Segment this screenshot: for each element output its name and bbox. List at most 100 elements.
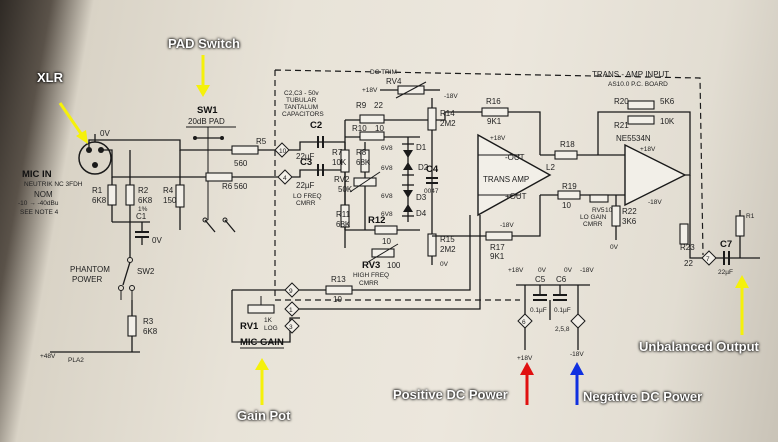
plus48-label: +48V [40, 353, 56, 360]
d4-label: D4 [416, 209, 427, 218]
c6-ov: 0V [564, 267, 573, 274]
switch-sw2 [118, 240, 135, 300]
lo-gain-label: LO GAIN [580, 214, 607, 221]
r7-value: 10K [332, 158, 347, 167]
lo-freq-label: LO FREQ [293, 193, 322, 200]
ic-out-pos: +OUT [505, 192, 527, 201]
cap-note-3: TANTALUM [284, 104, 318, 111]
r12-label: R12 [368, 215, 385, 226]
c6-value: 0.1µF [554, 307, 571, 314]
r14-value: 2M2 [440, 119, 456, 128]
r2-tol: 1% [138, 206, 148, 213]
d1-zener: 6V8 [381, 145, 393, 152]
pin-6-label: 6 [522, 319, 526, 326]
r22-ov: 0V [610, 244, 619, 251]
pin-2-5-8 [570, 313, 586, 329]
ic-minus18: -18V [500, 222, 514, 229]
annotation-negative-dc: Negative DC Power [583, 389, 703, 404]
resistor-r1-out [735, 215, 745, 237]
resistor-r23 [679, 223, 689, 245]
resistor-r2 [125, 184, 135, 206]
resistor-r11 [340, 204, 350, 228]
resistor-r18 [554, 150, 578, 160]
cmrr-label-3: CMRR [583, 221, 603, 228]
r15-ov: 0V [440, 261, 449, 268]
r9-value: 22 [374, 101, 383, 110]
sw2-label: SW2 [137, 267, 155, 276]
r15-value: 2M2 [440, 245, 456, 254]
annotation-positive-dc: Positive DC Power [393, 387, 508, 402]
r14-label: R14 [440, 109, 455, 118]
ic-l2-label: L2 [546, 163, 555, 172]
r18-label: R18 [560, 140, 575, 149]
phantom-label: PHANTOM [70, 265, 110, 274]
mic-gain-label: MIC GAIN [240, 337, 284, 348]
sw1-label: SW1 [197, 105, 218, 116]
resistor-r17 [485, 231, 513, 241]
r17-label: R17 [490, 243, 505, 252]
xlr-ov-label: 0V [100, 129, 110, 138]
c1-label: C1 [136, 212, 147, 221]
r3-value: 6K8 [143, 327, 158, 336]
r5-label: R5 [256, 137, 267, 146]
c5-value: 0.1µF [530, 307, 547, 314]
r1-value: 6K8 [92, 196, 107, 205]
c4-label: C4 [426, 164, 439, 175]
r3-label: R3 [143, 317, 154, 326]
r19-value: 10 [562, 201, 571, 210]
mic-range-label: -10 → -40dBu [18, 200, 59, 207]
c4-value: 0047 [424, 188, 439, 195]
r21-value: 10K [660, 117, 675, 126]
cmrr-label-1: CMRR [296, 200, 316, 207]
rv2-value: 50K [338, 185, 353, 194]
arrow-unbalanced-output [735, 275, 749, 335]
arrow-positive-dc [520, 362, 534, 405]
pin-3-label: 3 [289, 324, 293, 331]
pin-7-label: 7 [706, 256, 710, 263]
board-label: AS10.0 P.C. BOARD [608, 81, 668, 88]
d1-label: D1 [416, 143, 427, 152]
r5-value: 560 [234, 159, 248, 168]
arrow-xlr [58, 102, 88, 144]
r2-value: 6K8 [138, 196, 153, 205]
resistor-r21 [627, 115, 655, 125]
resistor-r19 [557, 190, 581, 200]
trans-amp-input-label: TRANS - AMP INPUT [592, 70, 669, 79]
rv3-label: RV3 [362, 260, 380, 271]
r10-label: R10 [352, 124, 367, 133]
pot-rv5 [589, 194, 609, 203]
resistor-r22 [611, 205, 621, 227]
r8-value: 68K [356, 158, 371, 167]
cap-note-2: TUBULAR [286, 97, 317, 104]
r13-label: R13 [331, 275, 346, 284]
pins-258-label: 2,5,8 [555, 326, 570, 333]
resistor-r16 [481, 107, 509, 117]
c2-value: 22µF [296, 152, 315, 161]
ne5534-plus18: +18V [640, 146, 656, 153]
pin-6: 6 [517, 313, 533, 329]
mic-connector-label: NEUTRIK NC 3FDH [24, 181, 83, 188]
c6-minus18: -18V [580, 267, 594, 274]
c2-label: C2 [310, 120, 322, 131]
ic-out-neg: -OUT [505, 153, 525, 162]
r16-label: R16 [486, 97, 501, 106]
resistor-r4 [175, 184, 185, 208]
resistor-r8 [360, 149, 370, 173]
r20-label: R20 [614, 97, 629, 106]
pin-4-label: 4 [283, 175, 287, 182]
r11-label: R11 [336, 210, 351, 219]
r1-label: R1 [92, 186, 103, 195]
rv5-label: RV5 [592, 207, 605, 214]
c5-ov: 0V [538, 267, 547, 274]
d3-zener: 6V8 [381, 193, 393, 200]
c5-label: C5 [535, 275, 546, 284]
c6-label: C6 [556, 275, 567, 284]
r16-value: 9K1 [487, 117, 502, 126]
rv1-log: LOG [264, 325, 278, 332]
pwr-plus18: +18V [517, 355, 533, 362]
cap-note-1: C2,C3 - 50v [284, 90, 319, 97]
rv4-label: RV4 [386, 77, 402, 86]
r13-value: 10 [333, 295, 342, 304]
r6-label: R6 [222, 182, 233, 191]
